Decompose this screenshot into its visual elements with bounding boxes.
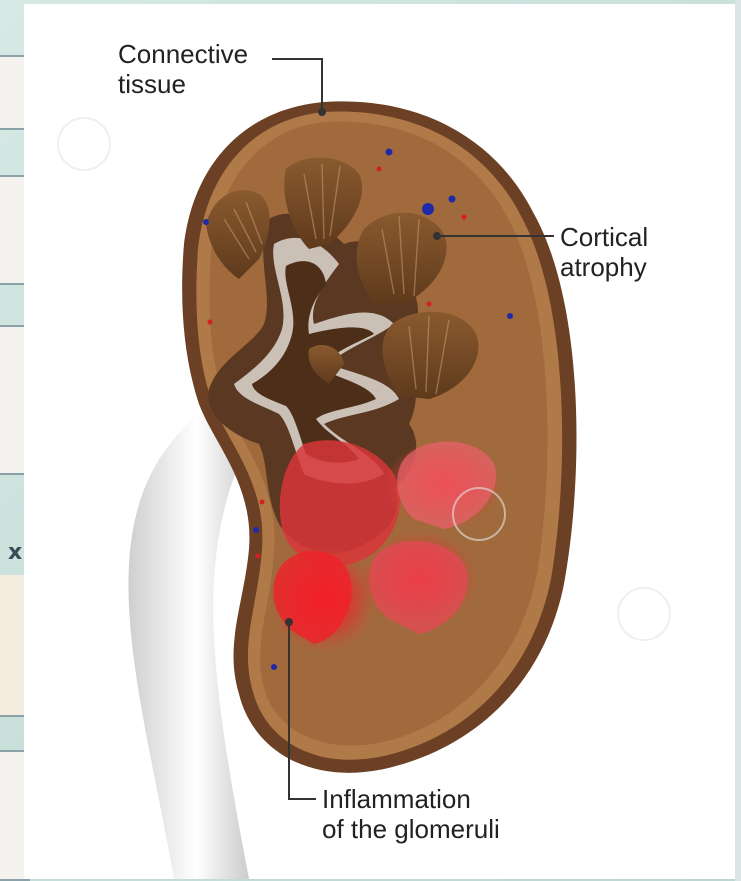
label-inflammation-glomeruli: Inflammation of the glomeruli [322,784,500,844]
label-cortical-line2: atrophy [560,252,648,282]
label-cortical-atrophy: Cortical atrophy [560,222,648,282]
diagram-panel: Connective tissue Cortical atrophy Infla… [24,4,736,879]
label-inflammation-line1: Inflammation [322,784,500,814]
label-connective-line2: tissue [118,69,248,99]
close-icon[interactable]: x [8,540,22,565]
label-cortical-line1: Cortical [560,222,648,252]
kidney-illustration [24,4,736,879]
label-connective-line1: Connective [118,39,248,69]
right-edge [735,0,741,881]
label-inflammation-line2: of the glomeruli [322,814,500,844]
label-connective-tissue: Connective tissue [118,39,248,99]
